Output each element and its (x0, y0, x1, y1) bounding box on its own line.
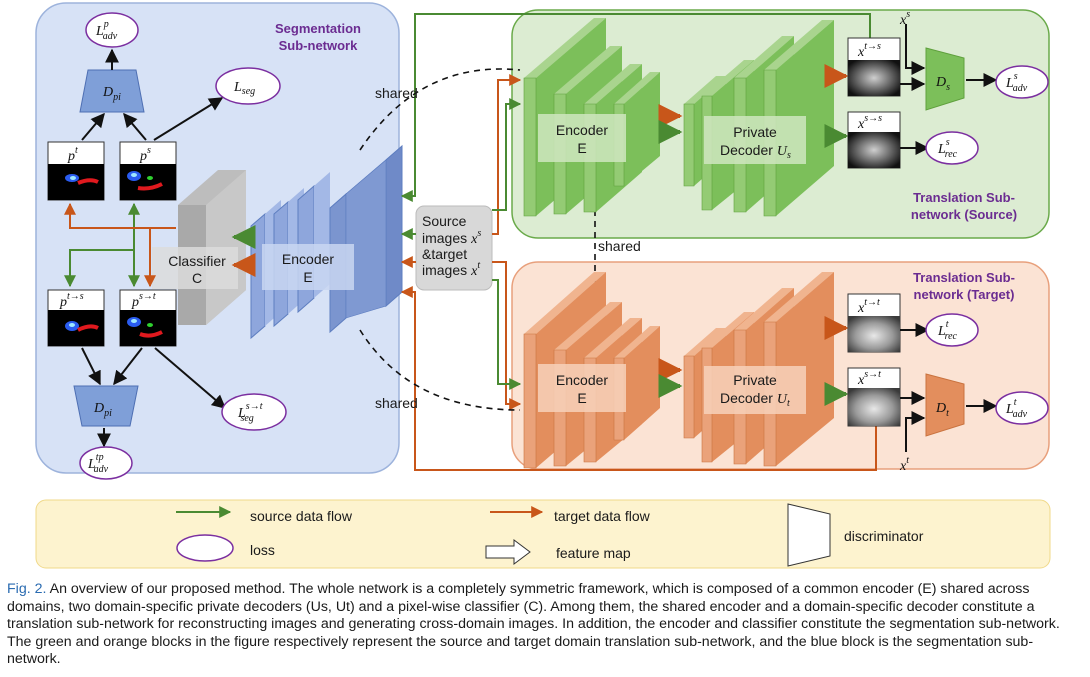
legend-loss: loss (250, 542, 275, 558)
svg-text:xt→s: xt→s (857, 41, 881, 60)
legend-source-flow: source data flow (250, 508, 353, 524)
svg-text:xs→t: xs→t (857, 369, 881, 388)
svg-text:Lseg: Lseg (233, 80, 255, 97)
xs-label-top: xs (899, 9, 910, 28)
shared-label-top: shared (375, 85, 418, 101)
translation-target-title-line2: network (Target) (914, 287, 1015, 302)
target-encoder: Encoder E (523, 272, 660, 469)
caption-text: An overview of our proposed method. The … (7, 581, 1060, 668)
segmentation-title: Segmentation (275, 21, 361, 36)
svg-text:Encoder: Encoder (556, 122, 608, 138)
svg-text:xt→t: xt→t (857, 297, 880, 316)
seg-encoder-letter: E (303, 269, 312, 285)
method-overview-diagram: Segmentation Sub-network Translation Sub… (35, 2, 1051, 569)
classifier-letter: C (192, 270, 202, 286)
legend-feature-map: feature map (556, 545, 631, 561)
shared-label-middle: shared (598, 238, 641, 254)
translation-target-title: Translation Sub- (913, 270, 1015, 285)
seg-encoder-label: Encoder (282, 251, 334, 267)
svg-text:E: E (577, 390, 586, 406)
pred-thumb-pts: pt→s (47, 289, 105, 347)
img-x-tt: xt→t (847, 293, 901, 353)
svg-text:Dt: Dt (935, 401, 949, 419)
svg-text:&target: &target (422, 246, 467, 262)
svg-text:Source: Source (422, 213, 467, 229)
svg-text:E: E (577, 140, 586, 156)
translation-source-title-line2: network (Source) (911, 207, 1017, 222)
svg-text:Dpi: Dpi (102, 85, 121, 103)
legend: source data flow target data flow loss f… (35, 499, 1051, 569)
img-x-ss: xs→s (847, 111, 901, 169)
discriminator-top: Dpi (79, 69, 145, 113)
pred-thumb-ps: ps (119, 141, 177, 201)
pred-thumb-pst: ps→t (119, 289, 177, 347)
xt-label-bottom: xt (899, 455, 909, 474)
figure-caption: Fig. 2. An overview of our proposed meth… (7, 581, 1083, 669)
classifier-block: Classifier C (152, 170, 246, 325)
svg-text:Dpi: Dpi (93, 401, 112, 419)
source-encoder: Encoder E (523, 18, 660, 217)
translation-source-title: Translation Sub- (913, 190, 1015, 205)
loss-seg: Lseg (215, 67, 281, 105)
svg-text:ps: ps (139, 145, 151, 164)
segmentation-encoder: Encoder E (250, 144, 403, 340)
classifier-label: Classifier (168, 253, 226, 269)
svg-text:Private: Private (733, 124, 777, 140)
discriminator-bottom: Dpi (73, 385, 139, 427)
img-x-ts: xt→s (847, 37, 901, 97)
pred-thumb-pt: pt (47, 141, 105, 201)
svg-text:Encoder: Encoder (556, 372, 608, 388)
svg-text:Ds: Ds (935, 75, 950, 93)
svg-text:Private: Private (733, 372, 777, 388)
svg-text:pt: pt (67, 145, 78, 164)
legend-discriminator: discriminator (844, 528, 924, 544)
shared-label-bottom: shared (375, 395, 418, 411)
discriminator-dt: Dt (925, 373, 965, 437)
figure-label: Fig. 2. (7, 581, 47, 597)
svg-text:pt→s: pt→s (59, 291, 84, 310)
legend-target-flow: target data flow (554, 508, 651, 524)
svg-text:xs→s: xs→s (857, 113, 882, 132)
segmentation-title-line2: Sub-network (279, 38, 358, 53)
svg-text:ps→t: ps→t (131, 291, 156, 310)
img-x-st: xs→t (847, 367, 901, 427)
discriminator-ds: Ds (925, 47, 965, 111)
